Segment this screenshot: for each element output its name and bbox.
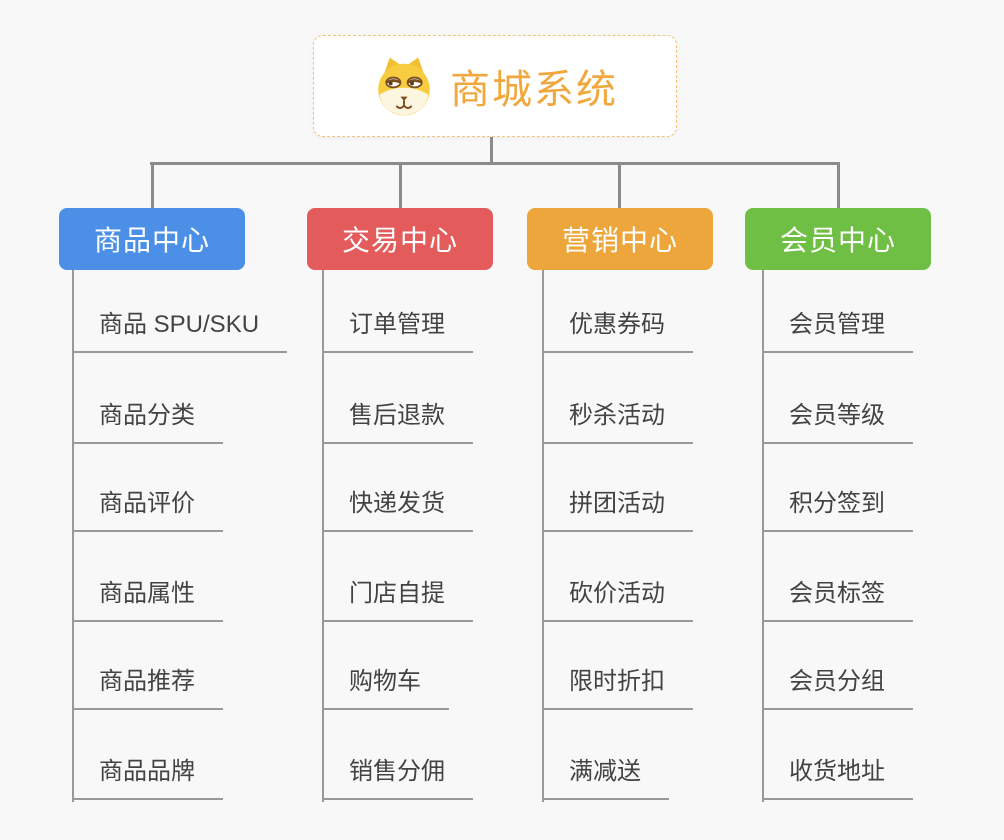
subnode[interactable]: 会员等级 [762,398,913,444]
subnode[interactable]: 商品分类 [72,398,223,444]
subnode[interactable]: 购物车 [322,664,449,710]
subnode[interactable]: 门店自提 [322,576,473,622]
root-node[interactable]: 商城系统 [313,35,677,137]
subnode[interactable]: 商品品牌 [72,754,223,800]
subnode[interactable]: 商品属性 [72,576,223,622]
shiba-eye-left [385,76,402,89]
subnode[interactable]: 积分签到 [762,486,913,532]
connector-drop-marketing [618,162,621,208]
connector-trunk [542,270,544,802]
connector-trunk [762,270,764,802]
subnode[interactable]: 商品 SPU/SKU [72,307,288,353]
subnode[interactable]: 商品评价 [72,486,223,532]
connector-drop-member [837,162,840,208]
subnode[interactable]: 砍价活动 [542,576,693,622]
subnode[interactable]: 限时折扣 [542,664,693,710]
connector-trunk [72,270,74,802]
connector-bus [150,162,840,165]
branch-title: 会员中心 [779,225,896,256]
root-title: 商城系统 [450,68,618,112]
subnode[interactable]: 会员分组 [762,664,913,710]
branch-title: 交易中心 [341,225,458,256]
subnode[interactable]: 收货地址 [762,754,913,800]
subnode[interactable]: 售后退款 [322,398,473,444]
connector-trunk [322,270,324,802]
subnode[interactable]: 满减送 [542,754,669,800]
subnode[interactable]: 拼团活动 [542,486,693,532]
subnode[interactable]: 优惠券码 [542,307,693,353]
shiba-eye-right [406,76,423,89]
subnode[interactable]: 商品推荐 [72,664,223,710]
connector-root-drop [490,137,493,164]
shiba-dog-icon [378,57,430,116]
connector-drop-trade [399,162,402,208]
subnode[interactable]: 销售分佣 [322,754,473,800]
branch-node-trade[interactable]: 交易中心 [307,208,493,270]
subnode[interactable]: 秒杀活动 [542,398,693,444]
subnode[interactable]: 会员标签 [762,576,913,622]
subnode[interactable]: 会员管理 [762,307,913,353]
subnode[interactable]: 订单管理 [322,307,473,353]
branch-title: 商品中心 [93,225,210,256]
connector-drop-product [151,162,154,208]
branch-title: 营销中心 [561,225,678,256]
branch-node-product[interactable]: 商品中心 [59,208,245,270]
subnode[interactable]: 快递发货 [322,486,473,532]
branch-node-member[interactable]: 会员中心 [745,208,931,270]
branch-node-marketing[interactable]: 营销中心 [527,208,713,270]
